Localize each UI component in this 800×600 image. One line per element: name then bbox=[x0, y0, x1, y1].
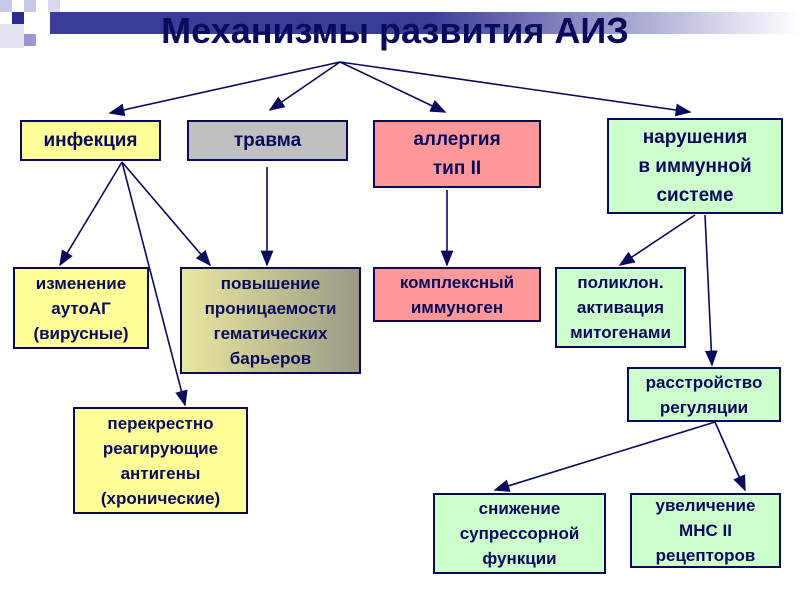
node-cross-reactive: перекрестно реагирующие антигены (хронич… bbox=[73, 407, 248, 514]
arrow bbox=[493, 421, 716, 492]
arrow bbox=[121, 161, 188, 407]
arrow bbox=[704, 214, 718, 367]
arrow bbox=[268, 61, 341, 111]
node-permeability: повышение проницаемости гематических бар… bbox=[180, 267, 361, 374]
arrow bbox=[714, 421, 746, 492]
decor-square bbox=[48, 0, 60, 12]
node-complex-immunogen: комплексный иммуноген bbox=[373, 267, 541, 322]
title-bar bbox=[50, 12, 800, 34]
node-regulation: расстройство регуляции bbox=[627, 367, 781, 422]
decor-square bbox=[0, 0, 12, 12]
arrow bbox=[618, 214, 696, 266]
decor-square bbox=[36, 12, 50, 34]
arrow bbox=[59, 161, 123, 267]
node-autoag: изменение аутоАГ (вирусные) bbox=[13, 267, 149, 349]
node-suppressor: снижение супрессорной функции bbox=[433, 493, 606, 574]
node-polyclonal: поликлон. активация митогенами bbox=[555, 267, 686, 348]
node-mhc: увеличение МНС II рецепторов bbox=[630, 493, 781, 568]
decor-square bbox=[24, 0, 36, 12]
arrow bbox=[121, 161, 212, 267]
node-infection: инфекция bbox=[20, 120, 161, 161]
node-immune-disorder: нарушения в иммунной системе bbox=[607, 118, 783, 214]
node-trauma: травма bbox=[187, 120, 348, 161]
node-allergy: аллергия тип II bbox=[373, 120, 541, 188]
decor-square bbox=[24, 34, 36, 46]
arrow bbox=[339, 61, 692, 117]
arrow bbox=[339, 61, 447, 113]
decor-square bbox=[0, 24, 24, 48]
arrow bbox=[108, 61, 341, 117]
decor-square bbox=[12, 12, 24, 24]
slide-title: Механизмы развития АИЗ bbox=[161, 10, 629, 51]
